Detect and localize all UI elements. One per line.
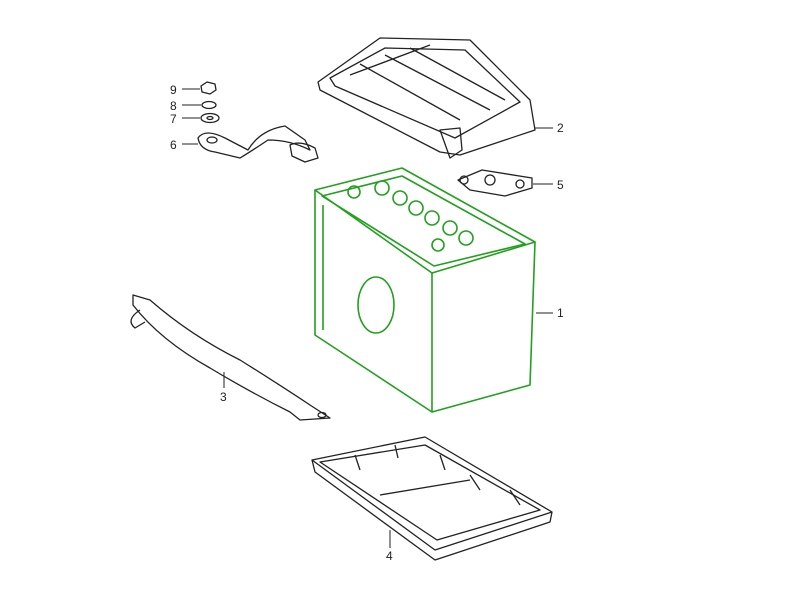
battery-cell-caps xyxy=(347,180,474,252)
callouts: 1 2 3 4 5 6 7 8 9 xyxy=(170,83,564,563)
callout-5: 5 xyxy=(557,178,564,192)
callout-8: 8 xyxy=(170,99,177,113)
callout-2: 2 xyxy=(557,121,564,135)
callout-4: 4 xyxy=(386,549,393,563)
callout-7: 7 xyxy=(170,112,177,126)
nut[interactable] xyxy=(200,81,217,95)
lock-washer[interactable] xyxy=(201,100,217,110)
callout-3: 3 xyxy=(220,390,227,404)
ground-strap[interactable] xyxy=(197,125,319,163)
callout-9: 9 xyxy=(170,83,177,97)
battery-tray[interactable] xyxy=(311,436,553,561)
washer[interactable] xyxy=(200,112,220,124)
callout-1: 1 xyxy=(557,306,564,320)
battery[interactable] xyxy=(314,167,536,413)
hold-down-strap[interactable] xyxy=(130,294,331,421)
callout-6: 6 xyxy=(170,138,177,152)
terminal-clamp[interactable] xyxy=(457,169,533,197)
battery-cover[interactable] xyxy=(317,37,536,159)
